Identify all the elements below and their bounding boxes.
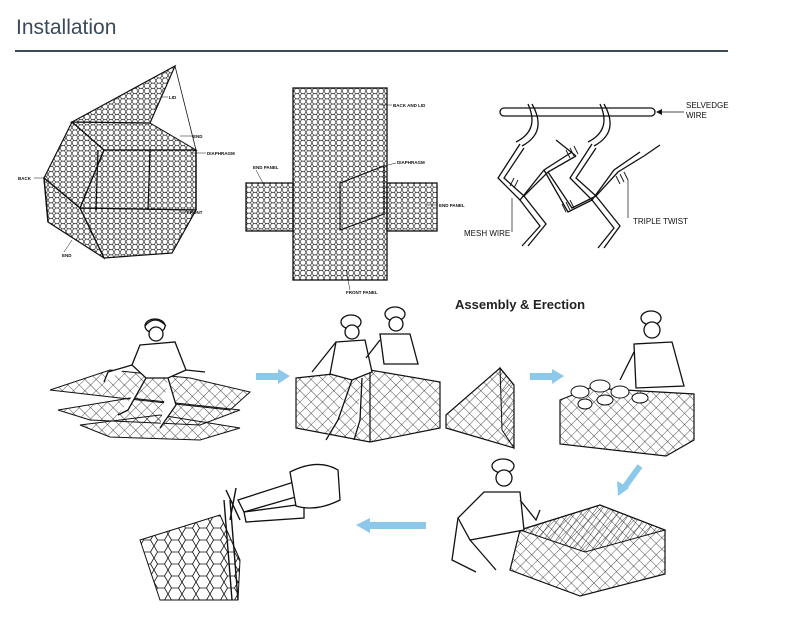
gabion-unfolded-panels: BACK AND LID DIAPHRAGM END PANEL END PAN… (245, 87, 465, 295)
label-mesh-wire: MESH WIRE (464, 229, 510, 238)
label-end-panel-right: END PANEL (439, 203, 465, 208)
assembly-title: Assembly & Erection (455, 297, 585, 312)
mesh-wire-detail: SELVEDGE WIRE MESH WIRE TRIPLE TWIST (464, 101, 729, 249)
label-end-top: END (193, 134, 203, 139)
step-fill-stones (559, 310, 695, 457)
label-selvedge: SELVEDGE (686, 101, 729, 110)
label-back-and-lid: BACK AND LID (393, 103, 426, 108)
arrow-step-1-to-2 (256, 369, 290, 384)
label-triple-twist: TRIPLE TWIST (633, 217, 688, 226)
label-end-bottom: END (62, 253, 72, 258)
step-erect-box (295, 306, 441, 443)
label-front-panel: FRONT PANEL (346, 290, 378, 295)
label-front: FRONT (187, 210, 203, 215)
arrow-step-3-to-4 (617, 464, 643, 496)
gabion-box-3d: LID END DIAPHRAGM BACK FRONT END (18, 64, 235, 260)
label-lid: LID (169, 95, 177, 100)
label-diaphragm: DIAPHRAGM (207, 151, 235, 156)
arrow-step-2-to-3 (530, 369, 564, 384)
label-back: BACK (18, 176, 32, 181)
step-close-lid (451, 458, 667, 597)
step-diaphragm-wedge (445, 366, 515, 450)
arrow-step-4-to-5 (356, 518, 426, 533)
page-title: Installation (16, 16, 117, 39)
title-divider (15, 50, 728, 52)
step-twist-wire (139, 463, 341, 601)
label-diaphragm-panel: DIAPHRAGM (397, 160, 425, 165)
label-wire: WIRE (686, 111, 707, 120)
label-end-panel-left: END PANEL (253, 165, 279, 170)
step-unfold-mesh (49, 318, 252, 441)
